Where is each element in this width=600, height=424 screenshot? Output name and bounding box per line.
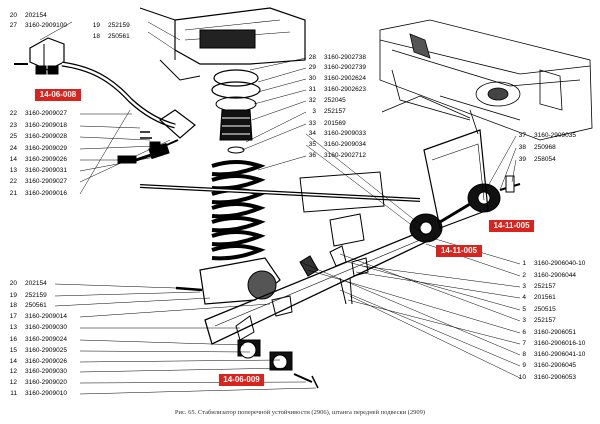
- vehicle-overview-sketch: [379, 19, 593, 141]
- radius-arm-drawing: [204, 231, 432, 345]
- reference-tag-14-11-005: 14-11-005: [489, 220, 534, 232]
- frame-bracket-drawing: [423, 129, 489, 229]
- figure-caption: Рис. 65. Стабилизатор поперечной устойчи…: [174, 409, 426, 416]
- stabilizer-bracket-drawing: [29, 37, 65, 71]
- reference-tag-14-06-008: 14-06-008: [35, 89, 81, 101]
- reference-tag-14-11-005: 14-11-005: [436, 245, 482, 257]
- bump-stop-drawing: [219, 109, 253, 141]
- body-mount-drawing: [174, 7, 306, 65]
- reference-tag-14-06-009: 14-06-009: [219, 374, 264, 386]
- coil-spring-drawing: [211, 160, 266, 261]
